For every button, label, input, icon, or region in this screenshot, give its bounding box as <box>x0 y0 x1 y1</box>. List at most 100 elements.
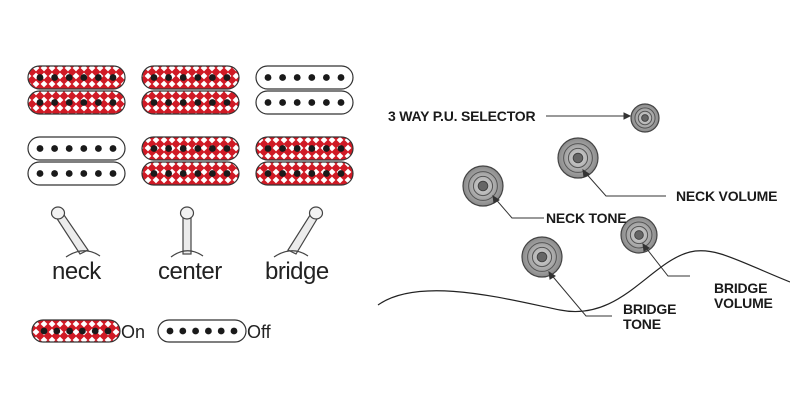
pole-piece <box>95 145 102 152</box>
pickup-center-top-coil-b <box>141 90 240 115</box>
pole-piece <box>95 170 102 177</box>
pole-piece <box>51 99 58 106</box>
pole-piece <box>109 145 117 152</box>
bridge-tone-label-line2: TONE <box>623 316 661 332</box>
pole-piece <box>166 327 174 335</box>
pole-piece <box>150 170 158 177</box>
pole-piece <box>217 327 225 335</box>
pickup-bridge-top-coil-a <box>255 65 354 90</box>
neck-volume-knob-icon <box>557 137 599 179</box>
neck-tone-label: NECK TONE <box>546 210 627 226</box>
legend-on-label: On <box>121 322 146 342</box>
pole-piece <box>323 170 330 177</box>
pole-piece <box>279 99 286 106</box>
pole-piece <box>109 170 117 177</box>
pole-piece <box>91 327 99 335</box>
pole-piece <box>308 145 316 152</box>
bridge-tone-label: BRIDGE TONE <box>623 302 676 332</box>
bridge-volume-label: BRIDGE VOLUME <box>714 281 773 311</box>
bridge-tone-label-line1: BRIDGE <box>623 301 677 317</box>
pole-piece <box>279 170 286 177</box>
neck-volume-label: NECK VOLUME <box>676 188 778 204</box>
pole-piece <box>165 145 173 152</box>
pole-piece <box>165 74 173 81</box>
pole-piece <box>209 99 216 106</box>
pole-piece <box>264 99 272 106</box>
pole-piece <box>179 99 187 106</box>
bridge-volume-knob-icon <box>620 216 658 254</box>
pole-piece <box>51 170 58 177</box>
pole-piece <box>104 327 112 335</box>
pole-piece <box>36 145 44 152</box>
pole-piece <box>179 74 187 81</box>
pickup-center-bottom-coil-a <box>141 136 240 161</box>
pickup-neck-top-coil-a <box>27 65 126 90</box>
pickup-diagram <box>27 65 354 186</box>
pole-piece <box>66 327 73 335</box>
switch-bridge-position-icon <box>273 206 324 258</box>
pickup-neck-top-coil-b <box>27 90 126 115</box>
pole-piece <box>279 145 286 152</box>
legend-off-pickup-icon <box>157 319 247 343</box>
bridge-volume-label-line2: VOLUME <box>714 295 773 311</box>
pole-piece <box>205 327 212 335</box>
pole-piece <box>264 145 272 152</box>
guitar-body-outline <box>377 250 790 313</box>
pole-piece <box>293 74 301 81</box>
pole-piece <box>95 99 102 106</box>
pole-piece <box>194 170 202 177</box>
selector-label: 3 WAY P.U. SELECTOR <box>388 108 536 124</box>
pole-piece <box>36 74 44 81</box>
bridge-tone-knob-icon <box>521 236 563 278</box>
pole-piece <box>323 74 330 81</box>
pole-piece <box>80 74 88 81</box>
pole-piece <box>79 327 86 335</box>
pole-piece <box>80 170 88 177</box>
pole-piece <box>279 74 286 81</box>
pole-piece <box>65 99 73 106</box>
pole-piece <box>65 170 73 177</box>
pole-piece <box>51 74 58 81</box>
legend-off-label: Off <box>247 322 271 342</box>
pole-piece <box>337 145 345 152</box>
pole-piece <box>109 99 117 106</box>
position-label-center: center <box>158 258 222 285</box>
pole-piece <box>192 327 200 335</box>
selector-switch-knob-icon <box>630 103 660 133</box>
pickup-bridge-bottom-coil-b <box>255 161 354 186</box>
pole-piece <box>40 327 48 335</box>
pole-piece <box>95 74 102 81</box>
leader-lines <box>492 112 690 317</box>
pole-piece <box>179 170 187 177</box>
pole-piece <box>308 99 316 106</box>
pickup-neck-bottom-coil-b <box>27 161 126 186</box>
pole-piece <box>150 99 158 106</box>
pole-piece <box>323 145 330 152</box>
pole-piece <box>80 145 88 152</box>
pole-piece <box>65 74 73 81</box>
switch-center-position-icon <box>170 206 204 258</box>
pole-piece <box>65 145 73 152</box>
pole-piece <box>223 145 231 152</box>
legend-on-pickup-icon <box>31 319 121 343</box>
pickup-neck-bottom-coil-a <box>27 136 126 161</box>
pole-piece <box>337 99 345 106</box>
pole-piece <box>51 145 58 152</box>
pole-piece <box>323 99 330 106</box>
pole-piece <box>36 99 44 106</box>
pickup-center-top-coil-a <box>141 65 240 90</box>
pole-piece <box>293 145 301 152</box>
pole-piece <box>36 170 44 177</box>
pole-piece <box>264 170 272 177</box>
pole-piece <box>293 170 301 177</box>
pole-piece <box>179 327 187 335</box>
pickup-bridge-bottom-coil-a <box>255 136 354 161</box>
pole-piece <box>209 145 216 152</box>
pole-piece <box>165 99 173 106</box>
switch-neck-position-icon <box>50 206 101 258</box>
pole-piece <box>337 74 345 81</box>
position-label-neck: neck <box>52 258 101 285</box>
pole-piece <box>230 327 238 335</box>
position-label-bridge: bridge <box>265 258 329 285</box>
pole-piece <box>109 74 117 81</box>
